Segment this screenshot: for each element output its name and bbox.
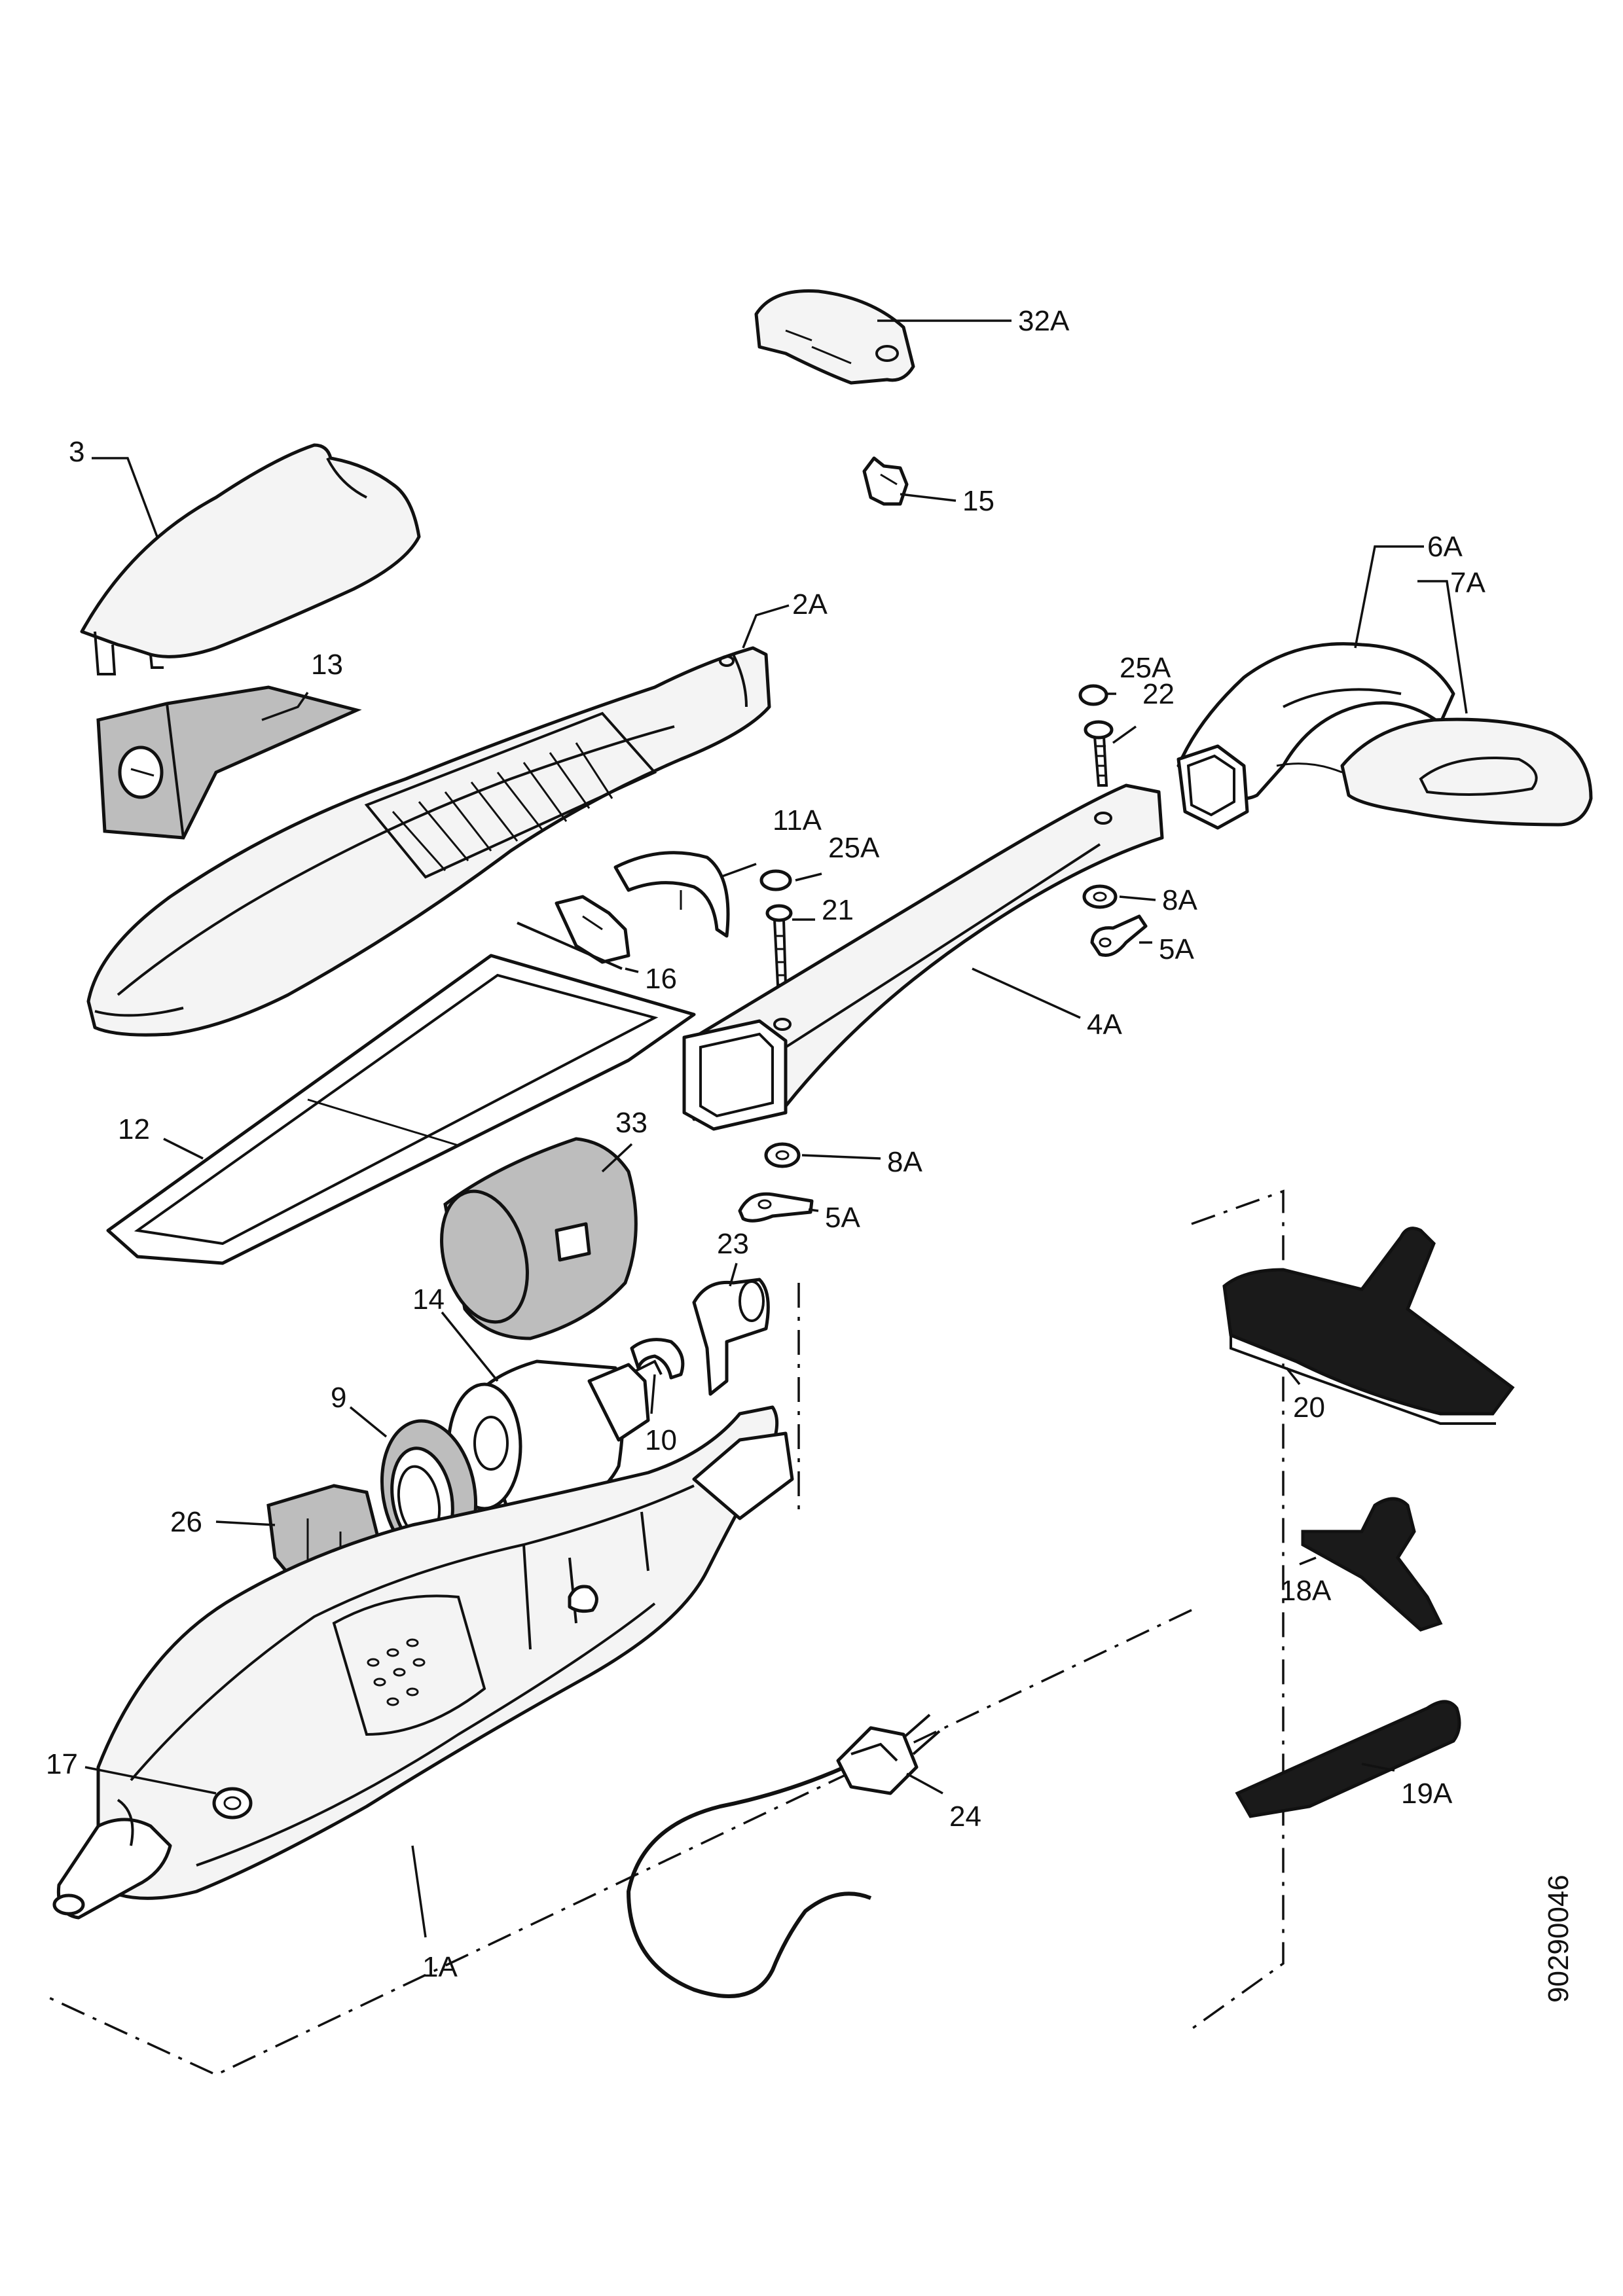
label-21: 21 bbox=[822, 894, 854, 926]
document-number: 90290046 bbox=[1542, 1874, 1575, 2003]
part-33-motor-filter bbox=[440, 1137, 638, 1340]
label-8A-bottom: 8A bbox=[887, 1146, 922, 1178]
label-17: 17 bbox=[46, 1748, 78, 1780]
label-2A: 2A bbox=[792, 588, 828, 620]
part-25A-cap-top bbox=[1078, 684, 1108, 706]
part-1A-base-body bbox=[52, 1405, 794, 1920]
part-13-bag-holder bbox=[96, 685, 362, 840]
base-vent-holes bbox=[367, 1638, 426, 1706]
part-2A-upper-housing bbox=[86, 646, 771, 1037]
label-4A: 4A bbox=[1087, 1009, 1122, 1041]
part-19A-crevice-tool bbox=[1235, 1700, 1461, 1818]
label-5A-top: 5A bbox=[1159, 933, 1194, 965]
label-7A: 7A bbox=[1450, 567, 1486, 599]
label-5A-bottom: 5A bbox=[825, 1202, 860, 1234]
assembly-guide-lines bbox=[45, 1189, 1285, 2076]
leader-lines bbox=[84, 319, 1468, 1938]
part-24-power-cord bbox=[626, 1713, 941, 1998]
part-17-button bbox=[212, 1787, 253, 1820]
label-3: 3 bbox=[69, 436, 84, 468]
part-12-filter-frame bbox=[106, 954, 696, 1265]
label-11A: 11A bbox=[773, 804, 822, 836]
label-10: 10 bbox=[645, 1424, 677, 1456]
part-11A-flap bbox=[613, 851, 730, 938]
part-8A-grommet-top bbox=[1082, 884, 1118, 909]
part-20-floor-nozzle bbox=[1222, 1227, 1515, 1425]
label-1A: 1A bbox=[422, 1951, 458, 1983]
label-24: 24 bbox=[949, 1801, 981, 1833]
part-3-top-cover bbox=[80, 443, 421, 675]
part-25A-cap-mid bbox=[759, 869, 792, 891]
part-7A-nozzle-lower bbox=[1276, 717, 1593, 827]
part-15-clip bbox=[862, 456, 909, 506]
label-18A: 18A bbox=[1280, 1575, 1332, 1607]
part-14-motor bbox=[447, 1359, 663, 1520]
part-labels: 32A 3 15 6A 7A 2A 13 25A 22 11A 25A 21 8… bbox=[46, 305, 1486, 1983]
part-5A-latch-bottom bbox=[738, 1192, 814, 1223]
part-32A-handle-cover bbox=[754, 289, 915, 385]
label-8A-top: 8A bbox=[1162, 884, 1197, 916]
label-6A: 6A bbox=[1427, 531, 1463, 563]
part-8A-grommet-bottom bbox=[764, 1142, 801, 1168]
label-9: 9 bbox=[331, 1382, 346, 1414]
part-21-screw bbox=[765, 904, 793, 986]
label-32A: 32A bbox=[1018, 305, 1070, 337]
label-33: 33 bbox=[615, 1107, 647, 1139]
part-16-switch bbox=[517, 895, 630, 970]
label-23: 23 bbox=[717, 1228, 749, 1260]
label-14: 14 bbox=[412, 1283, 445, 1316]
part-5A-latch-top bbox=[1090, 914, 1148, 957]
label-19A: 19A bbox=[1401, 1778, 1453, 1810]
part-23-connector bbox=[692, 1278, 770, 1396]
vent-grill bbox=[364, 711, 657, 879]
label-13: 13 bbox=[311, 649, 343, 681]
label-20: 20 bbox=[1293, 1391, 1325, 1424]
label-25A-top: 25A bbox=[1120, 652, 1171, 684]
part-4A-handle-tube bbox=[682, 783, 1164, 1131]
label-22: 22 bbox=[1142, 678, 1175, 710]
label-12: 12 bbox=[118, 1113, 150, 1145]
part-22-screw bbox=[1084, 720, 1114, 787]
part-6A-nozzle-upper bbox=[1176, 642, 1455, 830]
label-15: 15 bbox=[962, 485, 994, 517]
label-26: 26 bbox=[170, 1506, 202, 1538]
label-25A-mid: 25A bbox=[828, 832, 880, 864]
part-18A-upholstery-nozzle bbox=[1301, 1497, 1443, 1632]
label-16: 16 bbox=[645, 963, 677, 995]
part-10-clamp bbox=[630, 1338, 685, 1380]
